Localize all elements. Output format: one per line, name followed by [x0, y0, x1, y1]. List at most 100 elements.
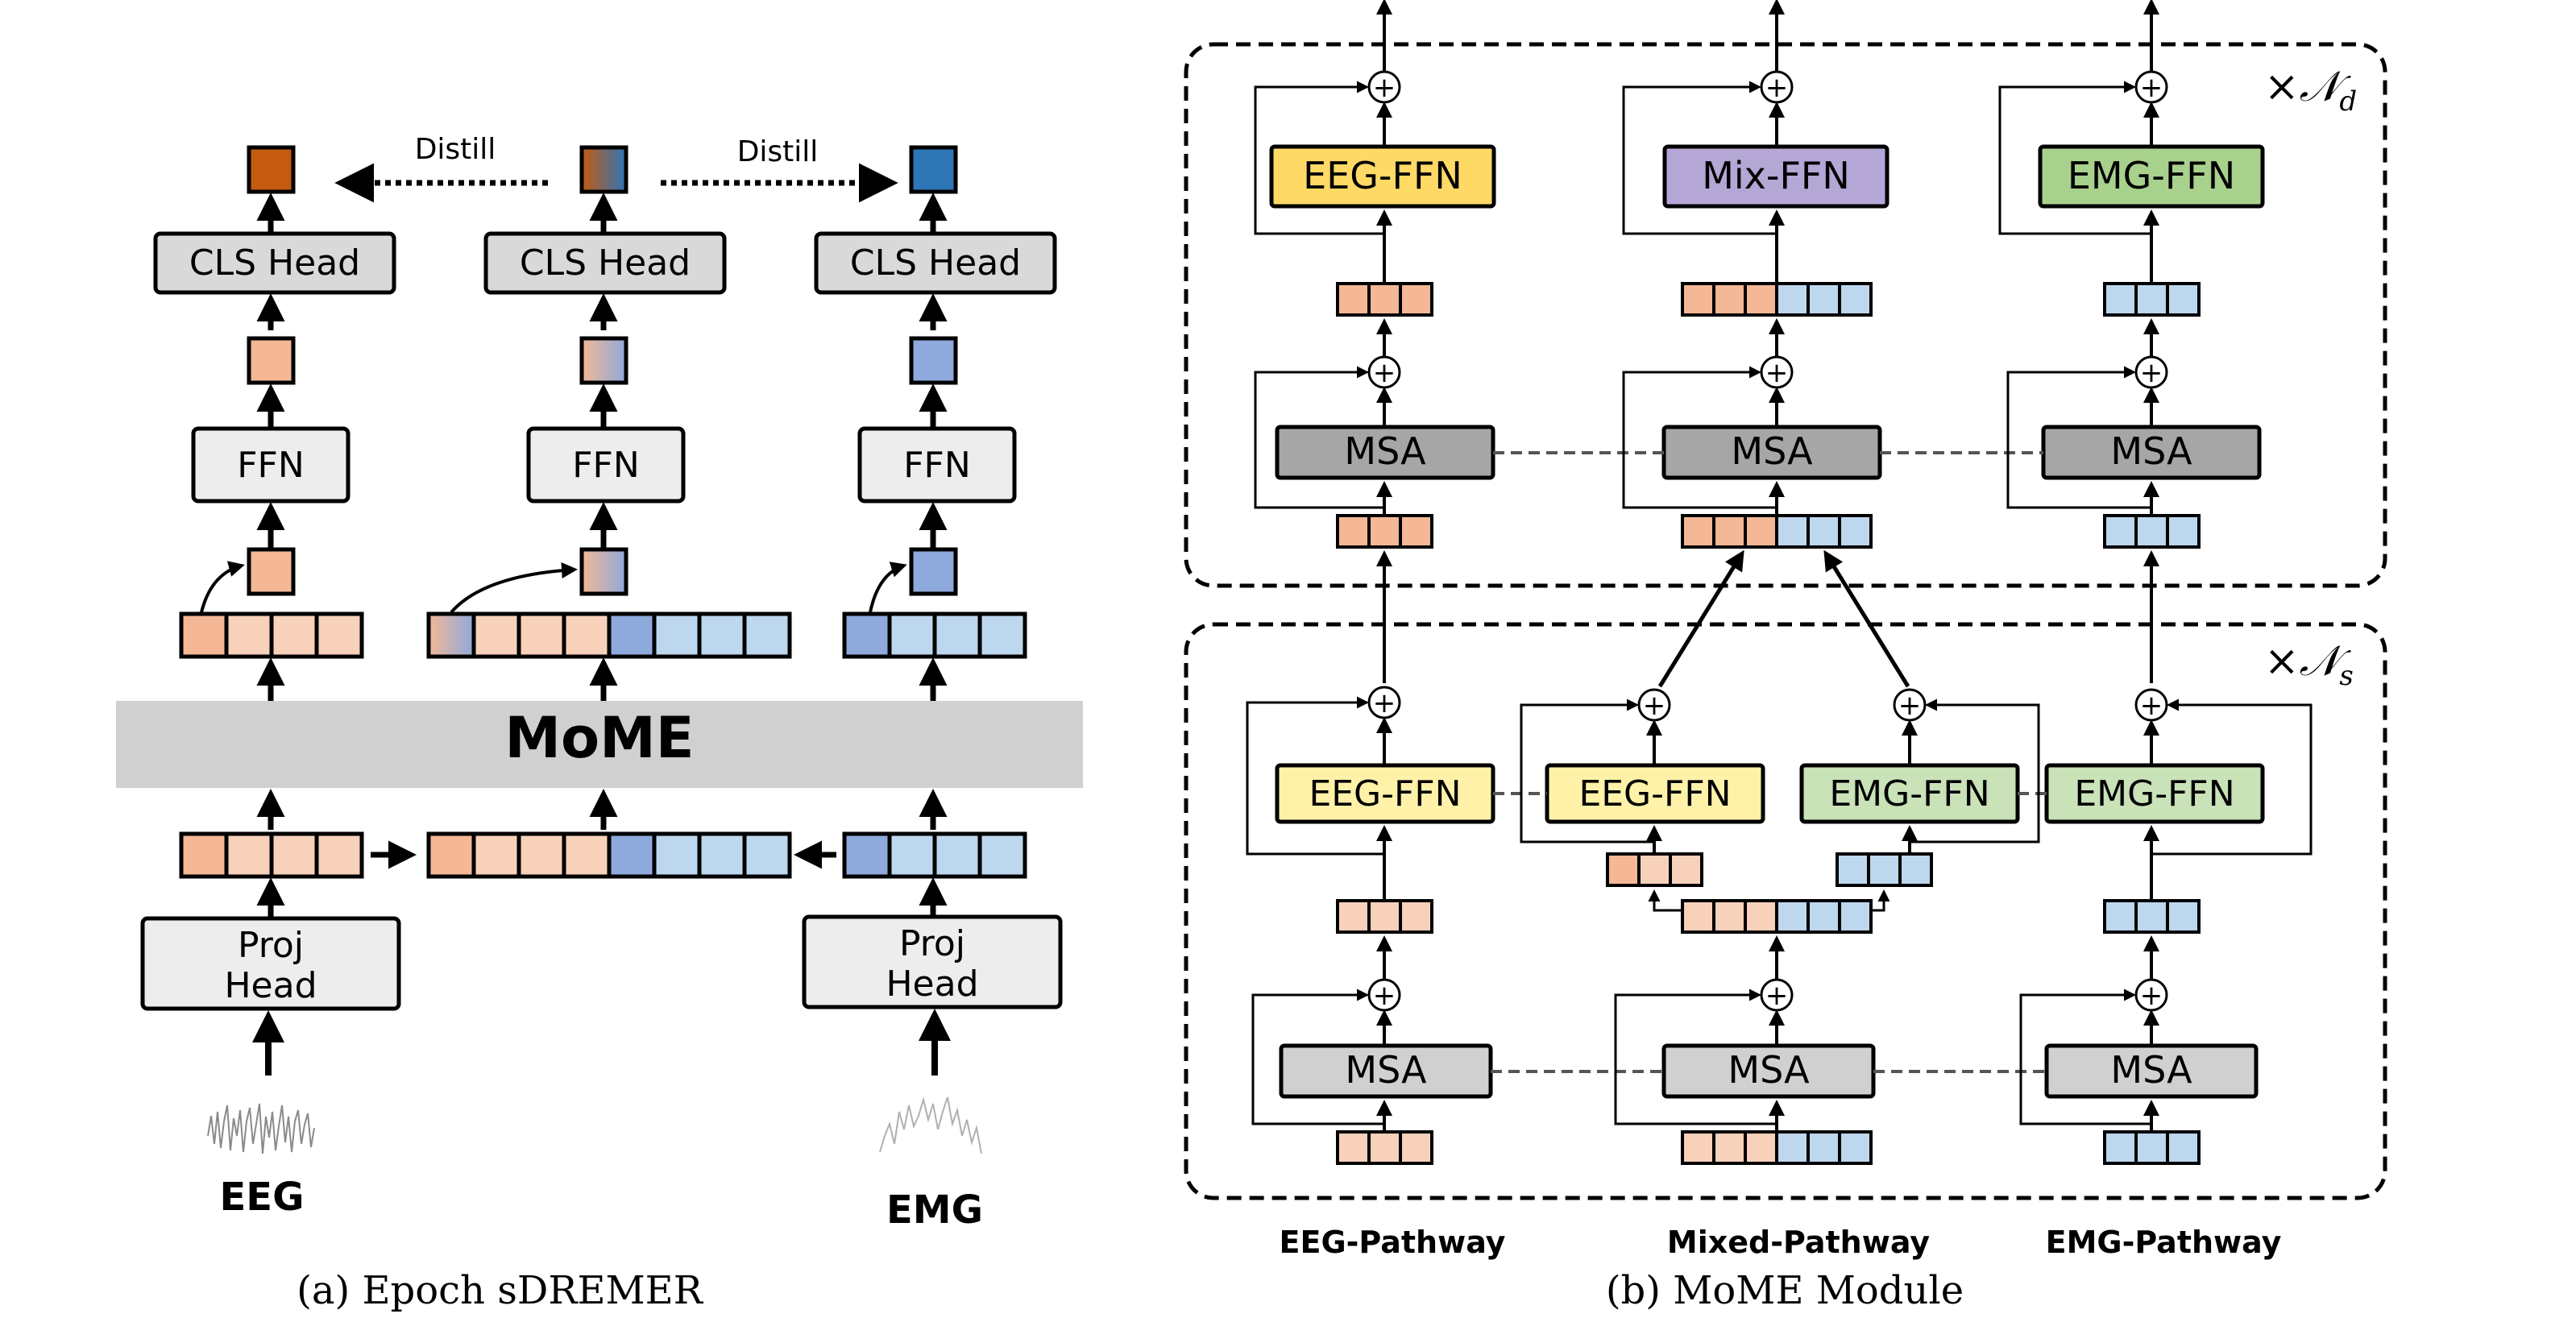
- svg-text:MSA: MSA: [2110, 429, 2192, 473]
- svg-text:MSA: MSA: [1345, 1048, 1427, 1092]
- shared-block-group: [1184, 622, 2387, 1200]
- panel-b: ×𝒩d ×𝒩s + + + EEG-FFN Mix-FFN EMG-FFN: [1184, 0, 2387, 1313]
- proj-head-emg: Proj Head: [802, 914, 1063, 1009]
- emg-cls-token: [909, 547, 958, 596]
- svg-text:MSA: MSA: [1344, 429, 1426, 473]
- split-arrow-eeg: [1648, 889, 1682, 912]
- emg-input-label: EMG: [886, 1187, 983, 1233]
- add-node: +: [1367, 978, 1401, 1012]
- residual-path: [1622, 366, 1777, 509]
- svg-text:EMG-FFN: EMG-FFN: [2068, 154, 2235, 197]
- svg-text:+: +: [1373, 687, 1396, 719]
- svg-text:+: +: [1765, 72, 1789, 104]
- svg-text:+: +: [2140, 690, 2163, 722]
- svg-text:EMG-FFN: EMG-FFN: [1829, 773, 1989, 814]
- dense-block-group: [1184, 42, 2387, 588]
- svg-text:FFN: FFN: [572, 445, 640, 486]
- residual-path: [2019, 988, 2151, 1125]
- emg-ffn-shared-emg-path: EMG-FFN: [2044, 763, 2265, 824]
- svg-text:EEG-FFN: EEG-FFN: [1303, 154, 1462, 197]
- add-node: +: [1367, 355, 1401, 389]
- residual-path: [2151, 698, 2313, 856]
- residual-path: [2006, 366, 2151, 509]
- mixed-token-seq-out: [426, 611, 792, 659]
- eeg-split-token-row: [1606, 852, 1703, 887]
- add-node: +: [1893, 688, 1927, 722]
- eeg-cls-output-token: [247, 145, 296, 194]
- add-node: +: [1760, 978, 1794, 1012]
- residual-path: [1520, 698, 1654, 843]
- residual-path: [1910, 698, 2040, 843]
- distill-label-right: Distill: [737, 135, 819, 168]
- svg-text:+: +: [1373, 980, 1396, 1012]
- svg-text:FFN: FFN: [903, 445, 971, 486]
- svg-text:Head: Head: [886, 964, 978, 1005]
- residual-path: [1998, 81, 2151, 235]
- emg-token-row: [2103, 899, 2201, 934]
- emg-ffn-shared-mixed-path: EMG-FFN: [1799, 763, 2020, 824]
- svg-text:MSA: MSA: [2110, 1048, 2192, 1092]
- mixed-ffn-output-token: [579, 336, 628, 385]
- svg-text:+: +: [1765, 357, 1789, 389]
- svg-text:+: +: [1765, 980, 1789, 1012]
- eeg-ffn-shared-mixed-path: EEG-FFN: [1545, 763, 1765, 824]
- mixed-cls-output-token: [579, 145, 628, 194]
- mixed-token-row: [1681, 899, 1873, 934]
- arrow: [1657, 549, 1744, 688]
- eeg-token-row: [1336, 899, 1433, 934]
- mix-ffn-dense: Mix-FFN: [1662, 144, 1889, 209]
- emg-token-seq-out: [842, 611, 1027, 659]
- mixed-token-seq-in: [426, 831, 792, 879]
- mome-band: [116, 701, 1083, 788]
- residual-path: [1251, 988, 1384, 1125]
- cls-head-eeg: CLS Head: [153, 231, 396, 295]
- eeg-input-label: EEG: [220, 1175, 305, 1220]
- eeg-ffn-shared-eeg-path: EEG-FFN: [1275, 763, 1495, 824]
- svg-text:MSA: MSA: [1731, 429, 1813, 473]
- panel-b-caption: (b) MoME Module: [1606, 1268, 1964, 1313]
- svg-text:FFN: FFN: [237, 445, 305, 486]
- arrow: [1823, 549, 1910, 688]
- add-node: +: [1367, 70, 1401, 104]
- svg-text:CLS Head: CLS Head: [520, 242, 691, 284]
- cls-extract-arrow-emg: [869, 562, 907, 613]
- svg-text:CLS Head: CLS Head: [850, 242, 1021, 284]
- msa-shared-mixed: MSA: [1661, 1043, 1876, 1099]
- add-node: +: [2134, 688, 2168, 722]
- svg-text:+: +: [1373, 357, 1396, 389]
- emg-ffn-output-token: [909, 336, 958, 385]
- add-node: +: [1637, 688, 1671, 722]
- svg-text:+: +: [1898, 690, 1922, 722]
- add-node: +: [2134, 978, 2168, 1012]
- repeat-shared-label: ×𝒩s: [2264, 637, 2354, 692]
- eeg-cls-token: [247, 547, 296, 596]
- add-node: +: [1760, 70, 1794, 104]
- eeg-token-seq-out: [179, 611, 364, 659]
- msa-shared-emg: MSA: [2044, 1043, 2259, 1099]
- residual-path: [1622, 81, 1777, 235]
- eeg-token-row: [1336, 514, 1433, 549]
- residual-path: [1246, 696, 1384, 856]
- cls-head-mixed: CLS Head: [483, 231, 727, 295]
- ffn-eeg: FFN: [191, 426, 351, 504]
- svg-text:Head: Head: [224, 965, 317, 1006]
- emg-split-token-row: [1836, 852, 1933, 887]
- ffn-emg: FFN: [857, 426, 1017, 504]
- emg-signal-waveform: [879, 1096, 982, 1154]
- emg-token-row: [2103, 1130, 2201, 1165]
- svg-text:Proj: Proj: [899, 923, 965, 964]
- svg-text:+: +: [1373, 72, 1396, 104]
- eeg-token-row: [1336, 1130, 1433, 1165]
- cls-extract-arrow-mixed: [450, 562, 578, 614]
- mixed-cls-token: [579, 547, 628, 596]
- cls-extract-arrow-eeg: [200, 561, 245, 613]
- add-node: +: [2134, 70, 2168, 104]
- repeat-dense-label: ×𝒩d: [2264, 63, 2357, 118]
- ffn-mixed: FFN: [526, 426, 686, 504]
- msa-dense-mixed: MSA: [1661, 425, 1882, 480]
- pathway-label-emg: EMG-Pathway: [2046, 1225, 2282, 1260]
- svg-text:Proj: Proj: [238, 925, 304, 966]
- eeg-signal-waveform: [207, 1103, 315, 1154]
- emg-token-seq-in: [842, 831, 1027, 879]
- residual-path: [1614, 988, 1777, 1125]
